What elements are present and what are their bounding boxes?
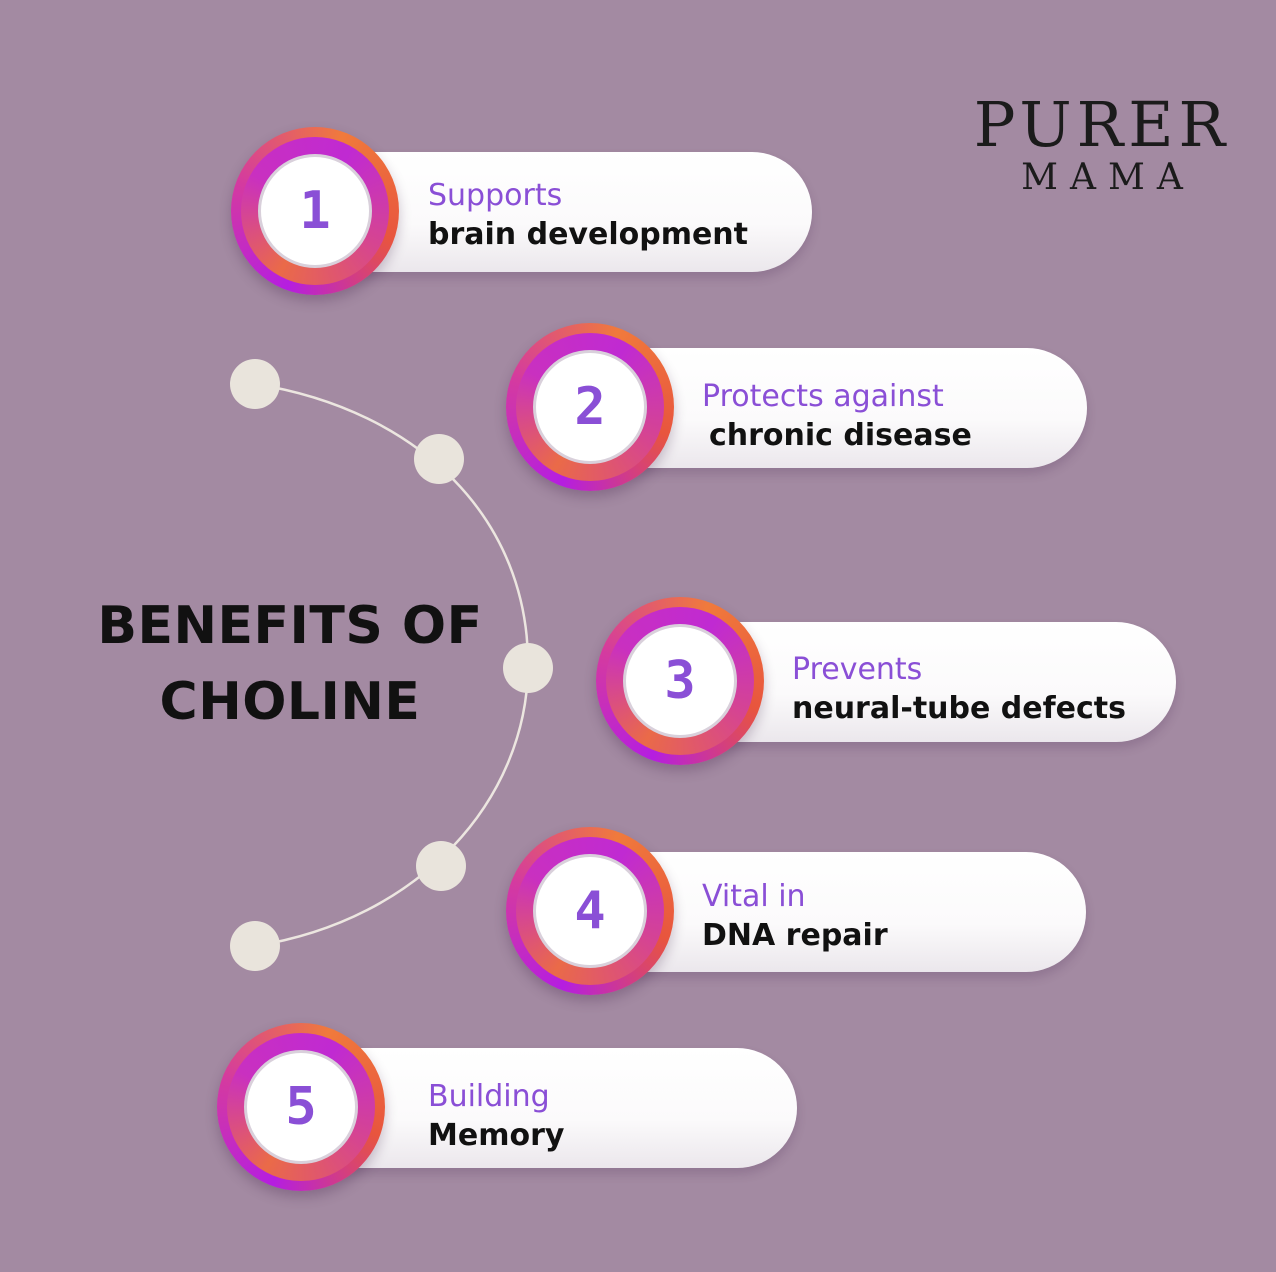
- benefit-number-badge: 2: [506, 323, 674, 491]
- benefit-number: 1: [299, 181, 331, 241]
- brand-logo: PURER MAMA: [966, 92, 1238, 198]
- logo-subtitle: MAMA: [1021, 157, 1195, 198]
- benefit-label: Supports brain development: [428, 176, 748, 254]
- benefit-label: Protects against chronic disease: [702, 377, 972, 455]
- benefit-heading: Memory: [428, 1118, 565, 1153]
- benefit-heading: chronic disease: [709, 418, 972, 453]
- benefit-number-badge: 3: [596, 597, 764, 765]
- benefit-number: 4: [574, 881, 606, 941]
- benefit-number-badge: 1: [231, 127, 399, 295]
- timeline-dot: [503, 643, 553, 693]
- timeline-dot: [230, 921, 280, 971]
- timeline-dot: [416, 841, 466, 891]
- benefit-label: Prevents neural-tube defects: [792, 650, 1126, 728]
- benefit-heading: neural-tube defects: [792, 691, 1126, 726]
- benefit-subtitle: Protects against: [702, 379, 944, 414]
- benefit-subtitle: Prevents: [792, 652, 923, 687]
- benefit-number-badge: 5: [217, 1023, 385, 1191]
- logo-wordmark: PURER: [973, 88, 1231, 161]
- benefit-subtitle: Vital in: [702, 879, 806, 914]
- benefit-number: 5: [285, 1077, 317, 1137]
- title-line-2: CHOLINE: [159, 672, 421, 732]
- page-title: BENEFITS OF CHOLINE: [60, 588, 520, 740]
- timeline-dot: [230, 359, 280, 409]
- benefit-subtitle: Building: [428, 1079, 550, 1114]
- benefit-number: 2: [574, 377, 606, 437]
- benefit-label: Vital in DNA repair: [702, 877, 888, 955]
- title-line-1: BENEFITS OF: [97, 596, 483, 656]
- benefit-number: 3: [664, 651, 696, 711]
- benefit-heading: DNA repair: [702, 918, 888, 953]
- benefit-number-badge: 4: [506, 827, 674, 995]
- benefit-heading: brain development: [428, 217, 748, 252]
- benefit-subtitle: Supports: [428, 178, 563, 213]
- timeline-dot: [414, 434, 464, 484]
- benefit-label: Building Memory: [428, 1077, 564, 1155]
